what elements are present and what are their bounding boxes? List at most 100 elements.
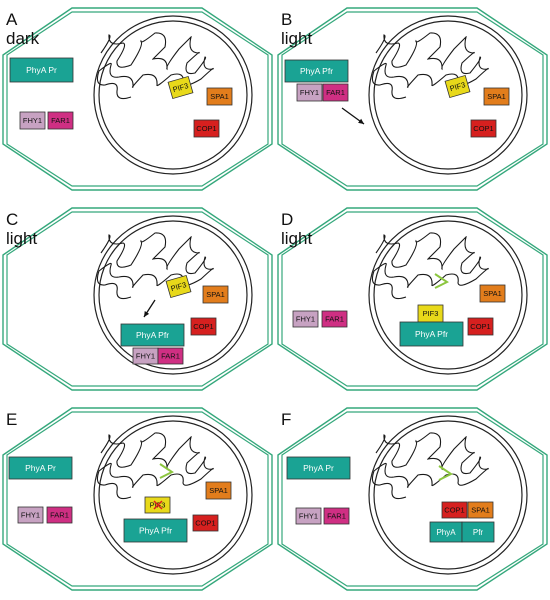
fhy1-label: FHY1 bbox=[23, 116, 42, 125]
far1-box bbox=[322, 83, 349, 102]
chromatin bbox=[96, 432, 214, 500]
spa1-box bbox=[467, 501, 494, 519]
protein-far1: FAR1 bbox=[322, 83, 349, 102]
protein-pif3: PIF3 bbox=[444, 74, 471, 99]
fhy1-box bbox=[295, 507, 322, 525]
protein-spa1: SPA1 bbox=[206, 87, 233, 106]
far1-label: FAR1 bbox=[326, 88, 345, 97]
cop1-box bbox=[470, 119, 497, 138]
spa1-label: SPA1 bbox=[209, 486, 228, 495]
nucleus-inner bbox=[373, 220, 523, 370]
fhy1-box bbox=[292, 310, 319, 328]
cop1-box bbox=[190, 317, 217, 336]
arrow-head-icon bbox=[144, 311, 150, 317]
panel-letter: F bbox=[281, 410, 291, 429]
protein-fhy1: FHY1 bbox=[295, 507, 322, 525]
cell-wall-outer bbox=[277, 207, 548, 391]
pif3-label: PIF3 bbox=[172, 81, 190, 94]
protein-phya: PhyA Pr bbox=[9, 57, 74, 83]
spa1-box bbox=[206, 87, 233, 106]
cop1-label: COP1 bbox=[470, 322, 490, 331]
cross-icon bbox=[153, 500, 163, 510]
protein-far1: FAR1 bbox=[321, 310, 348, 328]
protein-cop1: COP1 bbox=[193, 119, 220, 138]
cell-wall-outer bbox=[277, 407, 548, 591]
chromatin bbox=[371, 232, 489, 300]
phya-box bbox=[123, 518, 188, 543]
fhy1-label: FHY1 bbox=[296, 315, 315, 324]
cop1-box bbox=[467, 317, 494, 336]
protein-fhy1: FHY1 bbox=[296, 83, 323, 102]
far1-label: FAR1 bbox=[50, 511, 69, 520]
chromatin bbox=[371, 432, 489, 500]
phya-label: PhyA Pr bbox=[303, 463, 334, 473]
cell-wall-inner bbox=[6, 11, 269, 187]
protein-phya: PhyA Pfr bbox=[123, 518, 188, 543]
spa1-label: SPA1 bbox=[206, 290, 225, 299]
protein-cop1: COP1 bbox=[441, 501, 468, 519]
spa1-label: SPA1 bbox=[210, 92, 229, 101]
cop1-label: COP1 bbox=[195, 519, 215, 528]
pif3-box bbox=[165, 274, 192, 299]
protein-spa1: SPA1 bbox=[483, 87, 510, 106]
arrow-head-icon bbox=[358, 118, 364, 124]
far1-label: FAR1 bbox=[51, 116, 70, 125]
chromatin bbox=[371, 32, 489, 100]
fhy1-box bbox=[17, 506, 44, 524]
protein-fhy1: FHY1 bbox=[132, 347, 159, 365]
pif3-label: PIF3 bbox=[449, 80, 467, 93]
protein-fhy1: FHY1 bbox=[19, 111, 46, 130]
panel-letter: A bbox=[6, 10, 18, 29]
cop1-label: COP1 bbox=[444, 506, 464, 515]
protein-phya: PhyA Pfr bbox=[399, 321, 464, 347]
far1-box bbox=[157, 347, 184, 365]
protein-phya: PhyA Pfr bbox=[120, 323, 185, 347]
protein-phya: PhyA Pr bbox=[286, 456, 351, 480]
fhy1-box bbox=[19, 111, 46, 130]
protein-spa1: SPA1 bbox=[479, 284, 506, 303]
cop1-box bbox=[192, 514, 219, 532]
cell-wall-outer bbox=[2, 207, 273, 391]
protein-cop1: COP1 bbox=[467, 317, 494, 336]
phya-label: PhyA Pr bbox=[25, 463, 56, 473]
cell-wall-inner bbox=[281, 211, 544, 387]
protein-fhy1: FHY1 bbox=[17, 506, 44, 524]
condition-label: light bbox=[281, 229, 312, 248]
phya-label: PhyA Pfr bbox=[136, 330, 169, 340]
fhy1-box bbox=[296, 83, 323, 102]
spa1-box bbox=[483, 87, 510, 106]
spa1-label: SPA1 bbox=[487, 92, 506, 101]
cop1-box bbox=[193, 119, 220, 138]
protein-far1: FAR1 bbox=[323, 507, 350, 525]
protein-cop1: COP1 bbox=[470, 119, 497, 138]
phya-label: PhyA Pfr bbox=[300, 66, 333, 76]
cell-wall-outer bbox=[2, 407, 273, 591]
protein-cop1: COP1 bbox=[192, 514, 219, 532]
pif3-box bbox=[444, 74, 471, 99]
protein-phya: PhyA Pr bbox=[8, 456, 73, 480]
panel-letter: B bbox=[281, 10, 292, 29]
protein-far1: FAR1 bbox=[47, 111, 74, 130]
fhy1-label: FHY1 bbox=[300, 88, 319, 97]
condition-label: dark bbox=[6, 29, 40, 48]
phya-box bbox=[284, 59, 349, 83]
phya-box bbox=[286, 456, 351, 480]
chromatin bbox=[96, 32, 214, 100]
protein-spa1: SPA1 bbox=[202, 285, 229, 304]
nucleus-inner bbox=[373, 20, 523, 170]
nucleus-inner bbox=[98, 420, 248, 570]
protein-spa1: SPA1 bbox=[467, 501, 494, 519]
cell-wall-outer bbox=[2, 7, 273, 191]
far1-box bbox=[323, 507, 350, 525]
cell-wall-inner bbox=[6, 411, 269, 587]
cell-wall-inner bbox=[6, 211, 269, 387]
phya-label: PhyA Pfr bbox=[415, 329, 448, 339]
far1-label: FAR1 bbox=[327, 512, 346, 521]
protein-cop1: COP1 bbox=[190, 317, 217, 336]
cop1-label: COP1 bbox=[196, 124, 216, 133]
phya-label: Pfr bbox=[473, 528, 484, 537]
